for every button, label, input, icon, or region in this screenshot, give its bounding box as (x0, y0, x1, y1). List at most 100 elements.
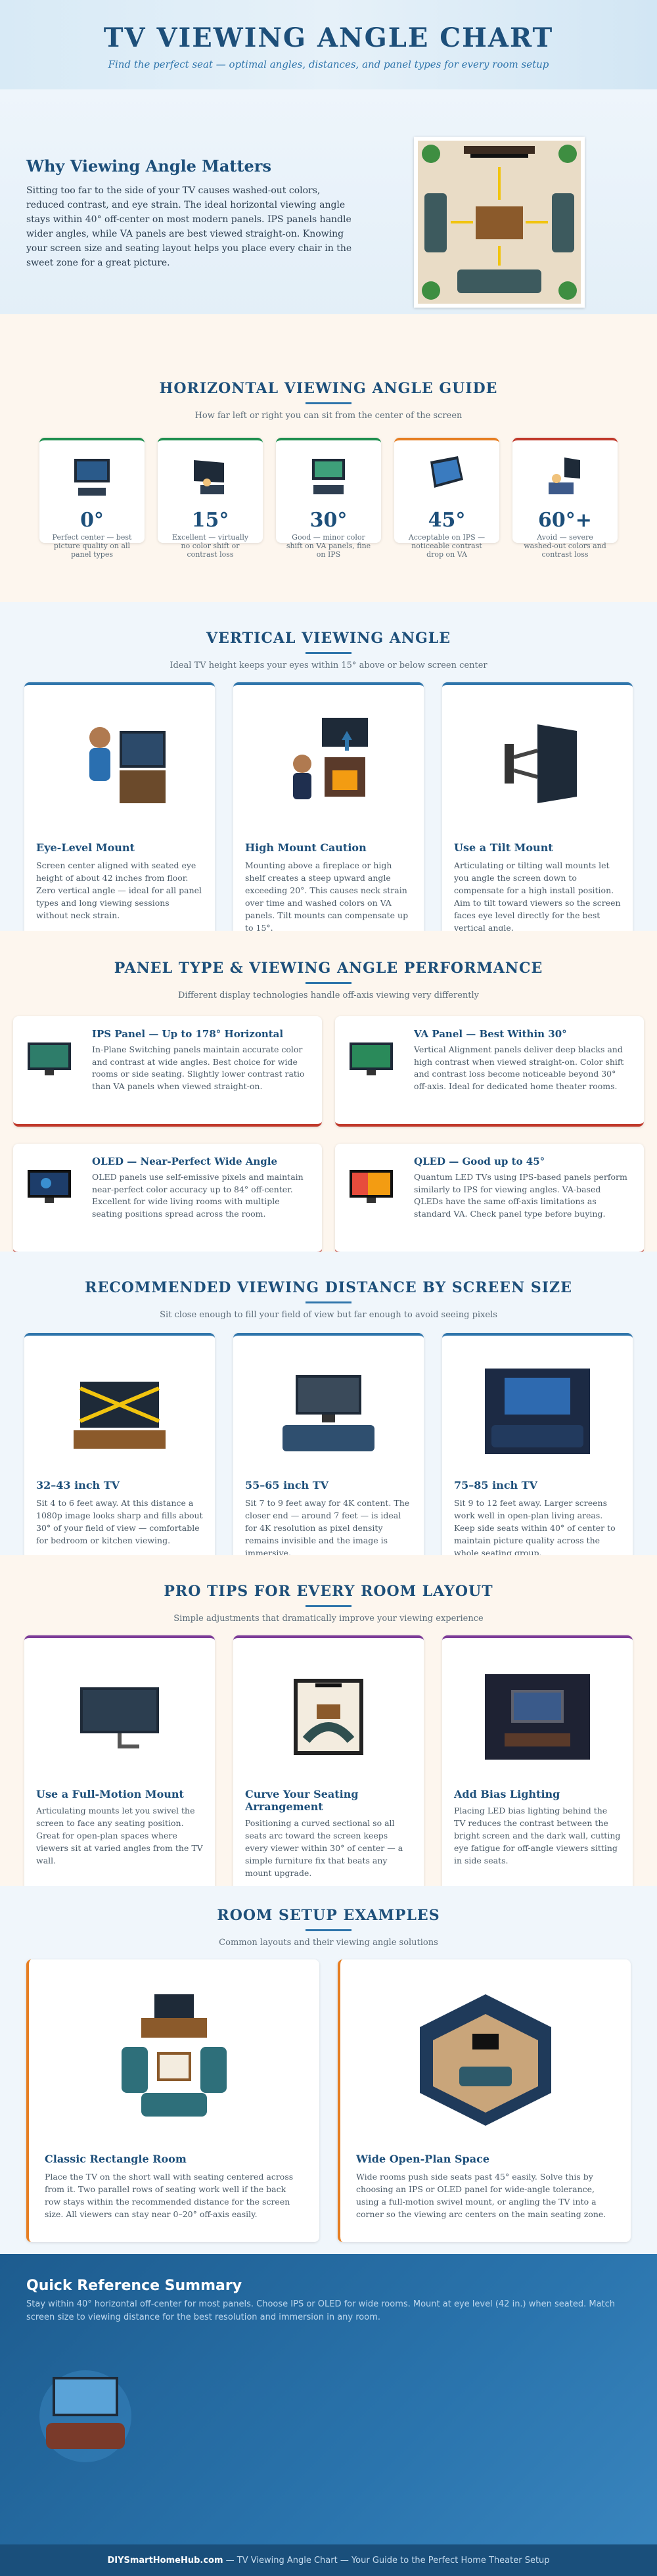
card-title: 75–85 inch TV (454, 1479, 538, 1491)
why-body: Sitting too far to the side of your TV c… (26, 185, 352, 268)
panel-subtitle: Different display technologies handle of… (177, 991, 480, 1000)
card-title: Add Bias Lighting (454, 1788, 560, 1800)
card-title: Curve Your Seating Arrangement (245, 1788, 359, 1813)
full-motion-mount-illustration (36, 1651, 203, 1783)
card-title: 32–43 inch TV (36, 1479, 120, 1491)
distance-card-medium: 55–65 inch TV Sit 7 to 9 feet away for 4… (233, 1333, 424, 1576)
card-body: Wide rooms push side seats past 45° easi… (356, 2172, 606, 2219)
divider (306, 1929, 351, 1931)
tip-card-curve-seating: Curve Your Seating Arrangement Positioni… (233, 1635, 424, 1898)
card-title: VA Panel — Best Within 30° (414, 1028, 567, 1040)
horizontal-subtitle: How far left or right you can sit from t… (194, 411, 463, 421)
card-title: High Mount Caution (245, 841, 367, 854)
rectangle-room-illustration (45, 1971, 304, 2149)
card-title: IPS Panel — Up to 178° Horizontal (92, 1028, 284, 1040)
card-body: In-Plane Switching panels maintain accur… (92, 1044, 305, 1091)
angle-card-30: 30° Good — minor color shift on VA panel… (276, 438, 381, 559)
tips-subtitle: Simple adjustments that dramatically imp… (173, 1614, 484, 1624)
medium-tv-illustration (245, 1349, 412, 1474)
vertical-card-eye-level: Eye-Level Mount Screen center aligned wi… (24, 682, 215, 939)
angle-caption: Good — minor color shift on VA panels, f… (286, 533, 371, 559)
tips-section: PRO TIPS FOR EVERY ROOM LAYOUT Simple ad… (0, 1555, 657, 1898)
angle-card-0: 0° Perfect center — best picture quality… (39, 438, 145, 559)
tv-front-icon (39, 450, 145, 503)
divider (306, 652, 351, 654)
angle-card-60: 60°+ Avoid — severe washed-out colors an… (512, 438, 618, 559)
ips-tv-icon (26, 1028, 79, 1112)
divider (306, 402, 351, 404)
distance-title: RECOMMENDED VIEWING DISTANCE BY SCREEN S… (85, 1279, 572, 1296)
card-body: Quantum LED TVs using IPS-based panels p… (414, 1172, 627, 1219)
rooms-subtitle: Common layouts and their viewing angle s… (219, 1938, 438, 1948)
card-title: Classic Rectangle Room (45, 2153, 187, 2165)
summary-section: Quick Reference Summary Stay within 40° … (0, 2254, 657, 2576)
angle-caption: Excellent — virtually no color shift or … (171, 533, 249, 559)
divider (306, 982, 351, 984)
distance-subtitle: Sit close enough to fill your field of v… (160, 1310, 497, 1320)
card-body: Place the TV on the short wall with seat… (45, 2172, 294, 2219)
tip-card-full-motion: Use a Full-Motion Mount Articulating mou… (24, 1635, 215, 1898)
card-body: Positioning a curved sectional so all se… (245, 1818, 403, 1878)
card-title: Use a Full-Motion Mount (36, 1788, 184, 1800)
card-title: Use a Tilt Mount (454, 841, 553, 854)
oled-tv-icon (26, 1156, 79, 1240)
page-title: TV VIEWING ANGLE CHART (103, 22, 554, 53)
tv-slight-angle-icon (158, 450, 263, 503)
card-body: Sit 4 to 6 feet away. At this distance a… (36, 1498, 203, 1545)
card-body: Articulating mounts let you swivel the s… (36, 1806, 203, 1865)
why-section: Why Viewing Angle Matters Sitting too fa… (0, 89, 657, 314)
divider (306, 1605, 351, 1607)
vertical-card-high-mount: High Mount Caution Mounting above a fire… (233, 682, 424, 939)
angle-value: 15° (191, 509, 229, 532)
card-body: OLED panels use self-emissive pixels and… (92, 1172, 304, 1219)
tv-medium-angle-icon (276, 450, 381, 503)
page-subtitle: Find the perfect seat — optimal angles, … (108, 59, 549, 70)
card-title: QLED — Good up to 45° (414, 1156, 545, 1167)
angle-caption: Avoid — severe washed-out colors and con… (524, 533, 606, 559)
rooms-section: ROOM SETUP EXAMPLES Common layouts and t… (0, 1886, 657, 2254)
tips-title: PRO TIPS FOR EVERY ROOM LAYOUT (164, 1583, 493, 1600)
open-plan-illustration (356, 1971, 615, 2149)
footer-text: — TV Viewing Angle Chart — Your Guide to… (223, 2555, 550, 2565)
vertical-title: VERTICAL VIEWING ANGLE (206, 630, 451, 647)
distance-card-small: 32–43 inch TV Sit 4 to 6 feet away. At t… (24, 1333, 215, 1576)
large-tv-illustration (454, 1349, 621, 1474)
panel-section: PANEL TYPE & VIEWING ANGLE PERFORMANCE D… (0, 931, 657, 1254)
card-title: Wide Open-Plan Space (356, 2153, 489, 2165)
card-title: 55–65 inch TV (245, 1479, 329, 1491)
distance-card-large: 75–85 inch TV Sit 9 to 12 feet away. Lar… (442, 1333, 633, 1576)
distance-section: RECOMMENDED VIEWING DISTANCE BY SCREEN S… (0, 1252, 657, 1576)
card-body: Sit 7 to 9 feet away for 4K content. The… (245, 1498, 410, 1558)
card-body: Placing LED bias lighting behind the TV … (454, 1806, 621, 1865)
card-body: Sit 9 to 12 feet away. Larger screens wo… (454, 1498, 616, 1558)
tilt-mount-illustration (454, 698, 621, 830)
small-tv-illustration (36, 1349, 203, 1474)
eye-level-illustration (36, 698, 203, 830)
vertical-subtitle: Ideal TV height keeps your eyes within 1… (170, 661, 487, 670)
card-body: Screen center aligned with seated eye he… (36, 860, 202, 920)
card-body: Vertical Alignment panels deliver deep b… (414, 1044, 624, 1091)
floorplan-illustration (414, 137, 585, 308)
qled-tv-icon (348, 1156, 401, 1240)
angle-card-15: 15° Excellent — virtually no color shift… (158, 438, 263, 559)
tv-extreme-angle-icon (512, 450, 618, 503)
angle-value: 30° (309, 509, 348, 532)
footer: DIYSmartHomeHub.com — TV Viewing Angle C… (0, 2544, 657, 2576)
tv-wide-angle-icon (394, 450, 499, 503)
header: TV VIEWING ANGLE CHART Find the perfect … (0, 0, 657, 89)
angle-caption: Perfect center — best picture quality on… (52, 533, 132, 559)
couch-tv-illustration (26, 2351, 145, 2469)
tip-card-bias-lighting: Add Bias Lighting Placing LED bias light… (442, 1635, 633, 1898)
angle-card-45: 45° Acceptable on IPS — noticeable contr… (394, 438, 499, 559)
vertical-section: VERTICAL VIEWING ANGLE Ideal TV height k… (0, 602, 657, 939)
va-tv-icon (348, 1028, 401, 1112)
why-title: Why Viewing Angle Matters (26, 156, 271, 176)
angle-value: 45° (428, 509, 466, 532)
vertical-card-tilt-mount: Use a Tilt Mount Articulating or tilting… (442, 682, 633, 939)
panel-card-va: VA Panel — Best Within 30° Vertical Align… (335, 1016, 644, 1127)
rooms-title: ROOM SETUP EXAMPLES (217, 1907, 440, 1924)
high-mount-illustration (245, 698, 412, 830)
divider (306, 1301, 351, 1303)
bias-lighting-illustration (454, 1651, 621, 1783)
